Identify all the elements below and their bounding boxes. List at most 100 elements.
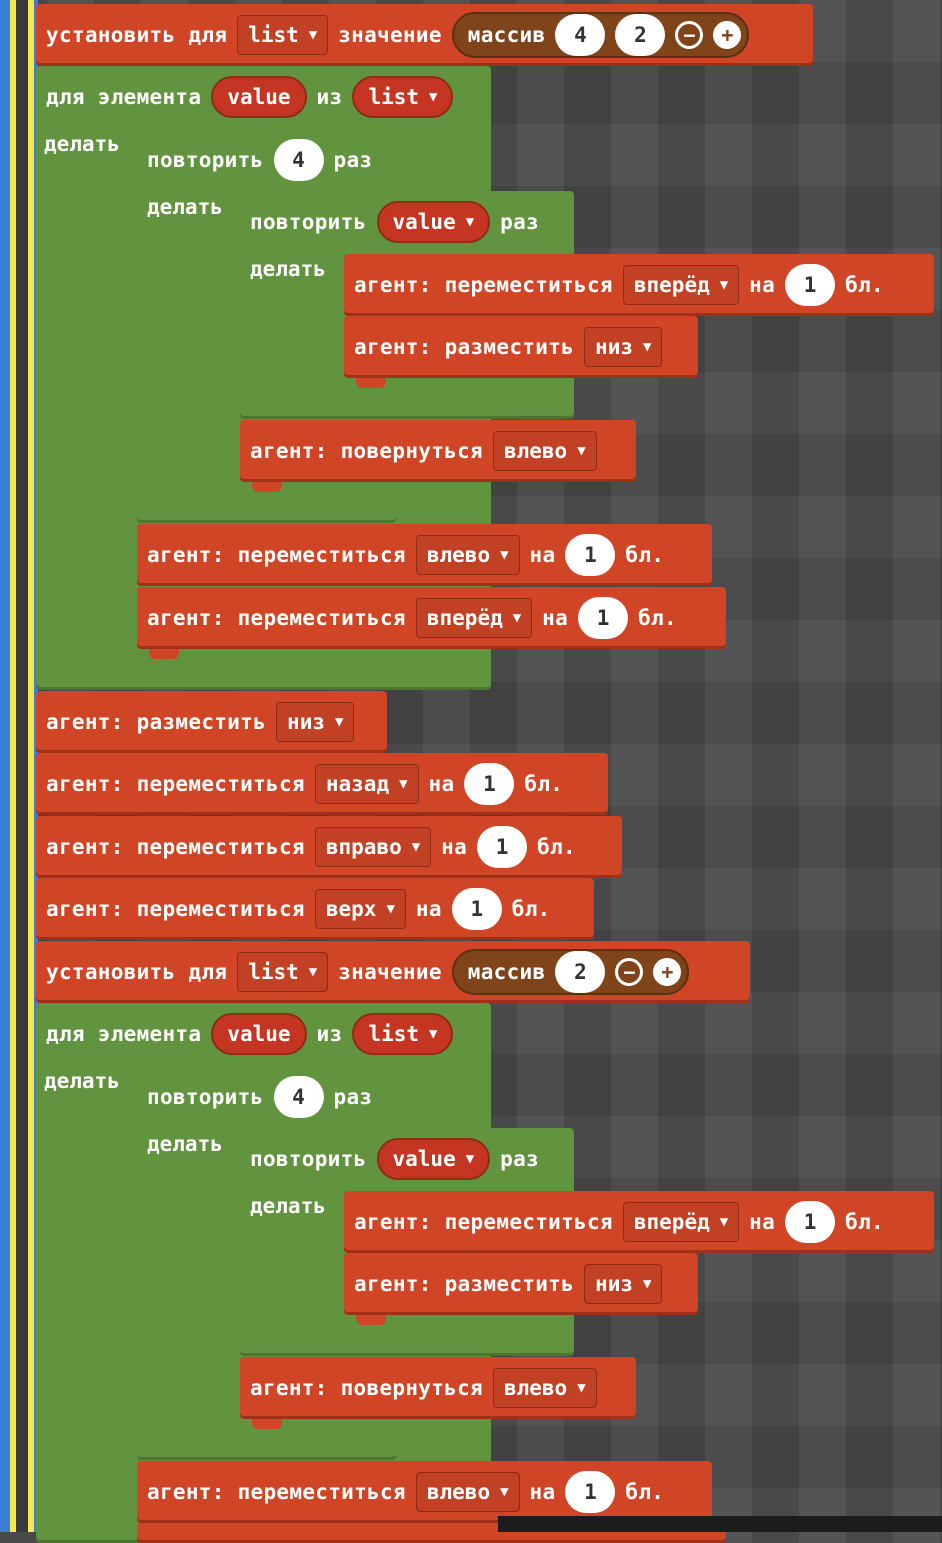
- direction-dropdown[interactable]: вперёд▼: [622, 1202, 740, 1242]
- number-input[interactable]: 1: [565, 1471, 616, 1513]
- block-label: раз: [500, 1147, 539, 1171]
- list-variable-pill[interactable]: list▼: [352, 1013, 454, 1055]
- direction-dropdown[interactable]: верх▼: [314, 889, 406, 929]
- sidebar-stripe-yellow: [10, 0, 16, 1532]
- number-input[interactable]: 4: [273, 1076, 324, 1118]
- number-input[interactable]: 4: [273, 139, 324, 181]
- block-label: агент: переместиться: [354, 1210, 613, 1234]
- block-label: раз: [333, 1085, 373, 1109]
- direction-dropdown[interactable]: вперёд▼: [415, 598, 533, 638]
- agent-place-block[interactable]: агент: разместить низ▼: [344, 316, 698, 388]
- array-block[interactable]: массив 4 2 − +: [451, 12, 750, 58]
- block-label: бл.: [845, 273, 884, 297]
- block-label: на: [749, 273, 776, 297]
- plus-circle-icon[interactable]: +: [653, 958, 682, 986]
- number-input[interactable]: 1: [464, 763, 515, 805]
- agent-turn-block[interactable]: агент: повернуться влево▼: [240, 420, 636, 492]
- chevron-down-icon: ▼: [429, 89, 438, 105]
- number-input[interactable]: 1: [565, 534, 616, 576]
- block-label: бл.: [638, 606, 677, 630]
- set-variable-block[interactable]: установить для list▼ значение массив 2 −…: [36, 941, 750, 1003]
- value-variable-pill[interactable]: value: [211, 76, 307, 118]
- list-variable-pill[interactable]: list▼: [352, 76, 454, 118]
- agent-turn-block[interactable]: агент: повернуться влево▼: [240, 1357, 636, 1429]
- value-variable-pill[interactable]: value▼: [376, 201, 491, 243]
- array-block[interactable]: массив 2 − +: [451, 949, 690, 995]
- block-connector: [252, 1419, 282, 1429]
- direction-dropdown[interactable]: вперёд▼: [622, 265, 740, 305]
- chevron-down-icon: ▼: [577, 443, 586, 459]
- number-input[interactable]: 4: [555, 14, 606, 56]
- block-label: на: [542, 606, 569, 630]
- number-input[interactable]: 1: [477, 826, 528, 868]
- agent-move-block[interactable]: агент: переместиться вперёд▼ на 1 бл.: [344, 254, 934, 316]
- chevron-down-icon: ▼: [411, 839, 421, 855]
- block-connector: [149, 649, 179, 659]
- block-label: бл.: [625, 543, 665, 567]
- chevron-down-icon: ▼: [512, 610, 522, 626]
- minus-circle-icon[interactable]: −: [675, 21, 704, 49]
- minus-circle-icon[interactable]: −: [615, 958, 644, 986]
- block-label: значение: [338, 960, 442, 984]
- block-label: агент: переместиться: [46, 835, 305, 859]
- agent-move-block[interactable]: агент: переместиться вперёд▼ на 1 бл.: [137, 587, 726, 659]
- number-input[interactable]: 1: [785, 264, 836, 306]
- block-label: агент: переместиться: [46, 897, 305, 921]
- direction-dropdown[interactable]: влево▼: [492, 431, 597, 471]
- block-label: раз: [333, 148, 373, 172]
- agent-move-block[interactable]: агент: переместиться назад▼ на 1 бл.: [36, 753, 608, 815]
- sidebar-stripe-blue: [0, 0, 10, 1532]
- block-label: агент: разместить: [354, 1272, 575, 1296]
- number-input[interactable]: 1: [451, 888, 502, 930]
- direction-dropdown[interactable]: вправо▼: [314, 827, 432, 867]
- array-label: массив: [467, 23, 546, 47]
- chevron-down-icon: ▼: [465, 214, 475, 230]
- block-label: повторить: [147, 1085, 264, 1109]
- bottom-toolbar-edge: [498, 1516, 942, 1532]
- number-input[interactable]: 2: [555, 951, 606, 993]
- chevron-down-icon: ▼: [308, 964, 318, 980]
- agent-move-block[interactable]: агент: переместиться вперёд▼ на 1 бл.: [344, 1191, 934, 1253]
- block-connector: [356, 378, 386, 388]
- do-label: делать: [147, 1132, 223, 1156]
- block-label: агент: повернуться: [250, 1376, 483, 1400]
- agent-move-block[interactable]: агент: переместиться вправо▼ на 1 бл.: [36, 816, 622, 878]
- agent-place-block[interactable]: агент: разместить низ▼: [344, 1253, 698, 1325]
- block-label: агент: переместиться: [147, 1480, 406, 1504]
- plus-circle-icon[interactable]: +: [713, 21, 742, 49]
- number-input[interactable]: 1: [578, 597, 629, 639]
- chevron-down-icon: ▼: [465, 1151, 475, 1167]
- variable-dropdown[interactable]: list▼: [237, 952, 329, 992]
- agent-move-block[interactable]: агент: переместиться влево▼ на 1 бл.: [137, 524, 712, 586]
- block-label: агент: переместиться: [354, 273, 613, 297]
- chevron-down-icon: ▼: [500, 1484, 509, 1500]
- direction-dropdown[interactable]: низ▼: [276, 702, 355, 742]
- block-label: из: [316, 1022, 343, 1046]
- direction-dropdown[interactable]: низ▼: [584, 327, 663, 367]
- agent-move-block[interactable]: агент: переместиться верх▼ на 1 бл.: [36, 878, 594, 940]
- block-label: раз: [500, 210, 539, 234]
- block-label: для элемента: [46, 1022, 202, 1046]
- block-label: агент: разместить: [354, 335, 575, 359]
- block-label: на: [529, 1480, 556, 1504]
- do-label: делать: [250, 1194, 326, 1218]
- block-label: на: [441, 835, 468, 859]
- value-variable-pill[interactable]: value▼: [376, 1138, 491, 1180]
- chevron-down-icon: ▼: [334, 714, 344, 730]
- value-variable-pill[interactable]: value: [211, 1013, 307, 1055]
- direction-dropdown[interactable]: низ▼: [584, 1264, 663, 1304]
- number-input[interactable]: 2: [615, 14, 666, 56]
- block-label: бл.: [511, 897, 551, 921]
- number-input[interactable]: 1: [785, 1201, 836, 1243]
- agent-move-block[interactable]: агент: переместиться влево▼ на 1 бл.: [137, 1461, 712, 1523]
- direction-dropdown[interactable]: назад▼: [314, 764, 419, 804]
- direction-dropdown[interactable]: влево▼: [492, 1368, 597, 1408]
- variable-dropdown[interactable]: list▼: [237, 15, 329, 55]
- block-label: повторить: [250, 210, 367, 234]
- block-label: установить для: [46, 960, 228, 984]
- direction-dropdown[interactable]: влево▼: [415, 535, 520, 575]
- direction-dropdown[interactable]: влево▼: [415, 1472, 520, 1512]
- set-variable-block[interactable]: установить для list▼ значение массив 4 2…: [36, 4, 813, 66]
- agent-place-block[interactable]: агент: разместить низ▼: [36, 691, 387, 753]
- block-label: повторить: [250, 1147, 367, 1171]
